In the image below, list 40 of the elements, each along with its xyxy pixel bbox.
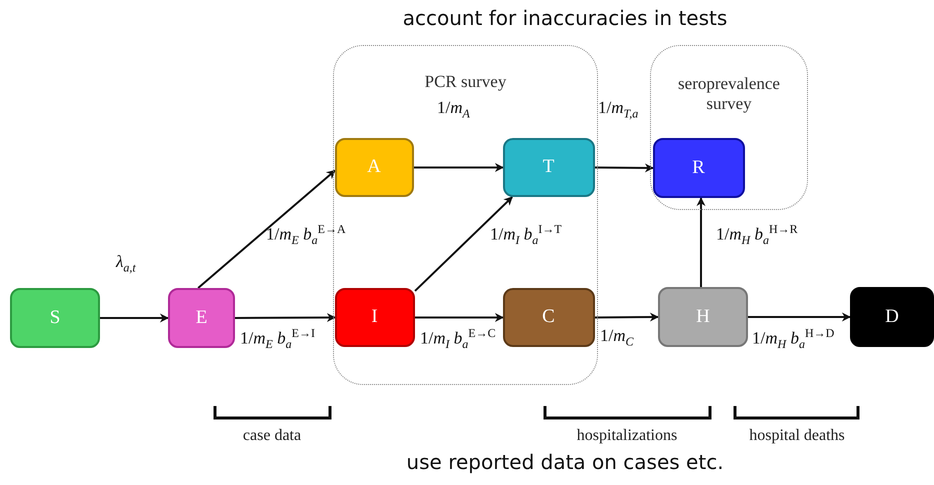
arrow [414, 196, 513, 292]
annotation-text: use reported data on cases etc. [406, 450, 724, 474]
arrow [594, 163, 654, 172]
compartment-letter: C [542, 306, 555, 328]
bracket-label: case data [242, 427, 302, 445]
arrow [696, 197, 706, 287]
compartment-box [850, 287, 934, 347]
bracket-label: hospitalizations [576, 427, 678, 445]
compartment-box [502, 138, 594, 196]
bracket-label: hospital deaths [749, 427, 845, 445]
arrow [415, 313, 504, 322]
compartment-box [658, 287, 748, 347]
arrow [198, 170, 336, 289]
compartment-letter: H [696, 306, 710, 328]
compartment-box [334, 288, 414, 346]
rate-label: λ$_{a,t}$ [116, 252, 136, 276]
compartment-box [502, 288, 594, 346]
compartment-box [334, 138, 414, 196]
rate-label: 1/m$_{C}$ [600, 326, 634, 350]
compartment-letter: S [50, 307, 60, 329]
region-title: seroprevalence survey [677, 74, 781, 114]
arrow [748, 312, 851, 322]
arrow [235, 313, 336, 322]
compartment-letter: T [542, 156, 554, 178]
survey-region [650, 45, 808, 210]
arrow [414, 163, 504, 172]
arrow [595, 312, 659, 322]
rate-label: 1/m$_{T,a}$ [598, 98, 638, 122]
compartment-letter: D [885, 306, 899, 328]
arrow [100, 314, 169, 322]
compartment-box [10, 288, 100, 348]
rate-label: 1/m$_{A}$ [437, 98, 470, 122]
annotation-text: account for inaccuracies in tests [402, 6, 728, 30]
compartment-letter: R [692, 156, 705, 178]
region-title: PCR survey [424, 72, 508, 92]
compartment-letter: I [371, 306, 378, 328]
compartment-letter: A [367, 156, 381, 178]
compartment-box [652, 138, 744, 198]
compartment-letter: E [196, 307, 208, 329]
compartment-box [168, 288, 235, 348]
